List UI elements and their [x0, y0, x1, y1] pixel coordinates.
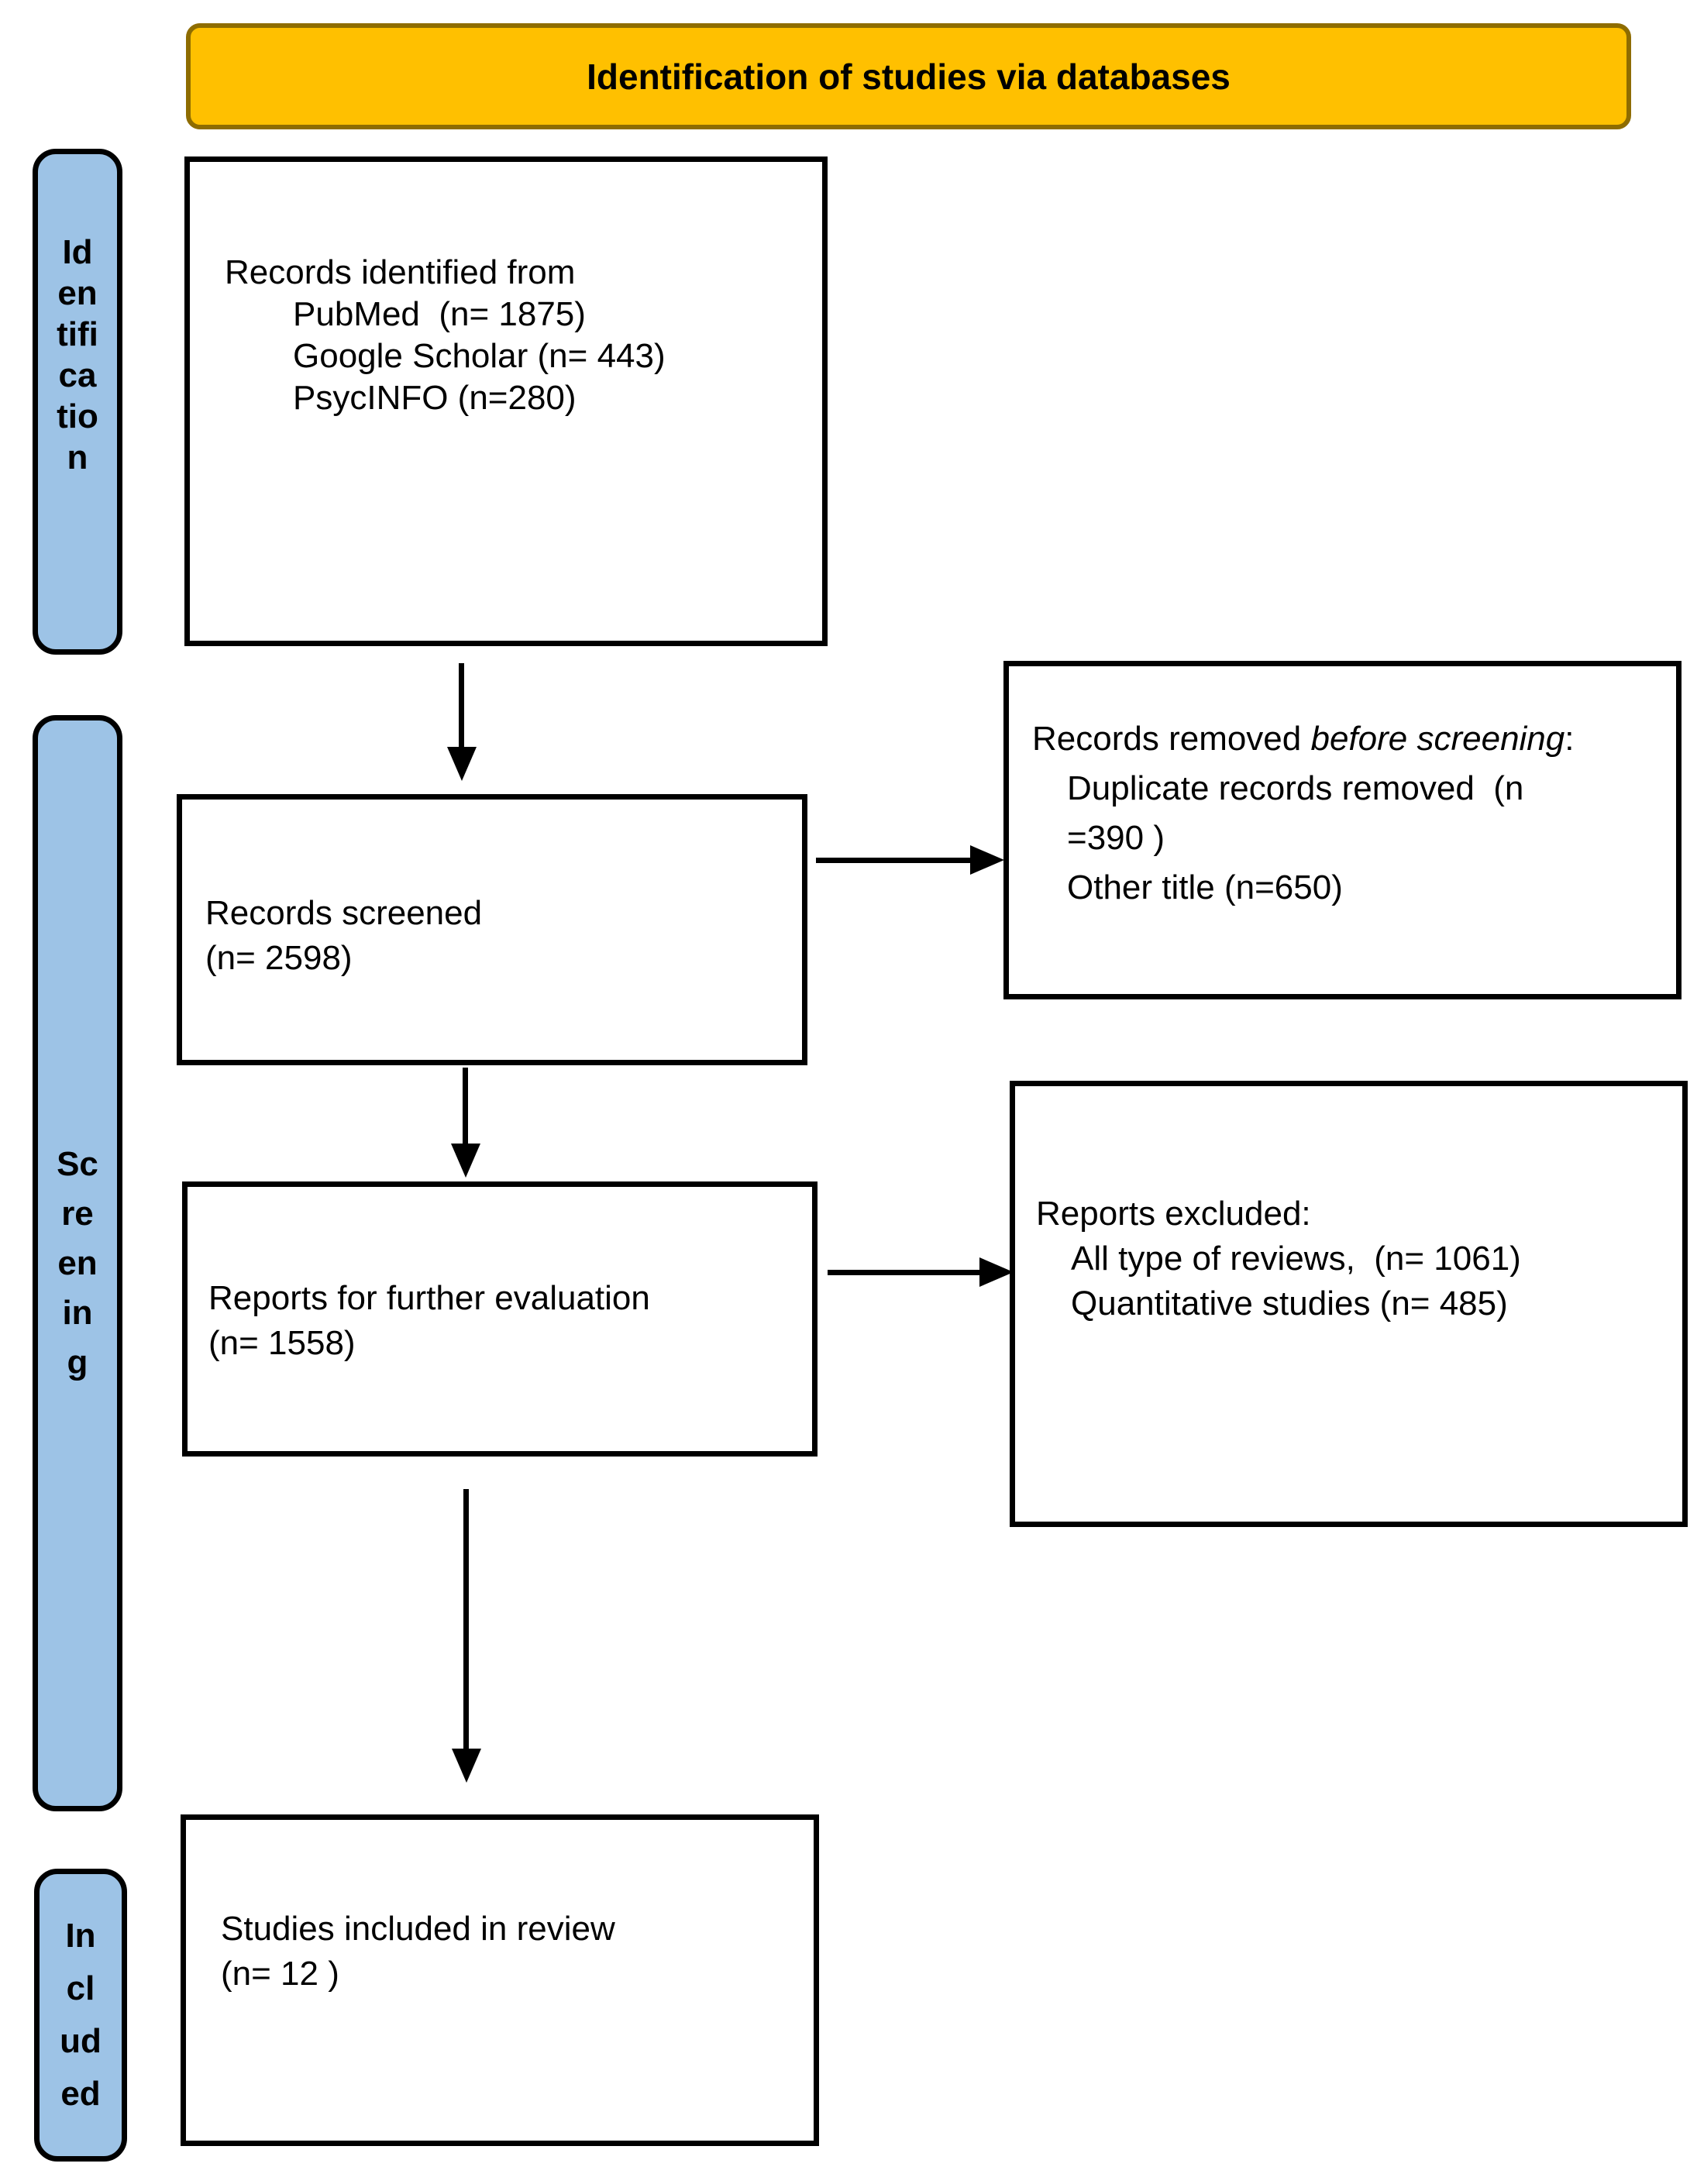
- header-title: Identification of studies via databases: [587, 56, 1231, 97]
- records-removed-title: Records removed before screening:: [1032, 714, 1659, 764]
- stage-label-included: In cl ud ed: [34, 1869, 127, 2162]
- box-records-identified: Records identified from PubMed (n= 1875)…: [184, 156, 828, 646]
- studies-included-text: Studies included in review (n= 12 ): [221, 1910, 615, 1993]
- arrow-shaft: [463, 1489, 469, 1750]
- arrow-shaft: [463, 1068, 468, 1145]
- box-records-removed: Records removed before screening: Duplic…: [1003, 661, 1682, 999]
- arrow-down-icon: [451, 1144, 480, 1178]
- header-banner: Identification of studies via databases: [186, 23, 1631, 129]
- stage-label-screening-text: Sc re en in g: [57, 1144, 98, 1381]
- arrow-shaft: [816, 858, 972, 863]
- reports-evaluation-text: Reports for further evaluation (n= 1558): [208, 1279, 650, 1362]
- box-studies-included: Studies included in review (n= 12 ): [181, 1814, 819, 2146]
- stage-label-included-text: In cl ud ed: [60, 1917, 102, 2113]
- records-removed-title-prefix: Records removed: [1032, 720, 1311, 758]
- arrow-shaft: [828, 1270, 982, 1275]
- arrow-down-icon: [452, 1749, 481, 1783]
- arrow-right-icon: [970, 845, 1004, 875]
- reports-excluded-title: Reports excluded:: [1036, 1195, 1311, 1233]
- arrow-down-icon: [447, 747, 477, 781]
- box-reports-evaluation: Reports for further evaluation (n= 1558): [182, 1181, 818, 1457]
- stage-label-identification: Id en tifi ca tio n: [33, 149, 122, 655]
- records-identified-title: Records identified from: [225, 253, 576, 291]
- records-identified-sources: PubMed (n= 1875) Google Scholar (n= 443)…: [293, 295, 666, 417]
- records-removed-title-italic: before screening: [1310, 720, 1565, 758]
- box-records-screened: Records screened (n= 2598): [177, 794, 807, 1065]
- arrow-shaft: [459, 663, 464, 750]
- stage-label-screening: Sc re en in g: [33, 715, 122, 1811]
- box-reports-excluded: Reports excluded: All type of reviews, (…: [1010, 1081, 1688, 1527]
- records-removed-details: Duplicate records removed (n =390 ) Othe…: [1067, 769, 1524, 906]
- arrow-right-icon: [979, 1257, 1014, 1287]
- records-removed-title-suffix: :: [1564, 720, 1575, 758]
- reports-excluded-details: All type of reviews, (n= 1061) Quantitat…: [1071, 1240, 1521, 1322]
- stage-label-identification-text: Id en tifi ca tio n: [57, 233, 98, 476]
- records-screened-text: Records screened (n= 2598): [205, 894, 483, 977]
